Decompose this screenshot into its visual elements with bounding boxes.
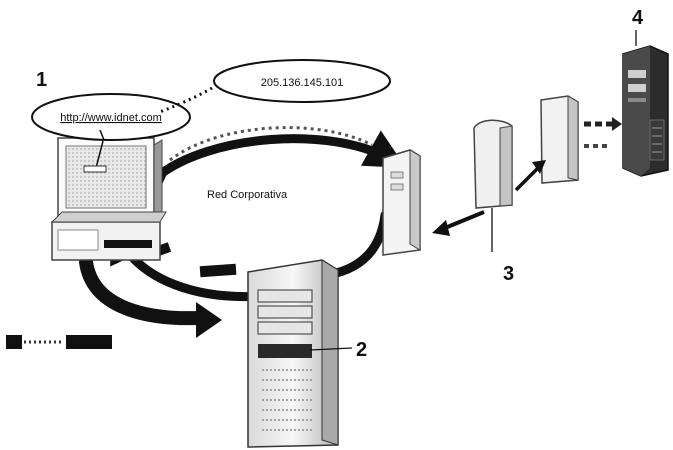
legend-blocks xyxy=(6,335,112,349)
proxy-server xyxy=(383,150,420,255)
ip-text: 205.136.145.101 xyxy=(261,77,344,89)
ring-top-arc xyxy=(158,139,392,176)
label-1: 1 xyxy=(36,69,47,91)
server-2: 2 xyxy=(248,260,367,447)
network-label: Red Corporativa xyxy=(207,189,288,201)
gateway-server xyxy=(541,96,578,183)
label-3: 3 xyxy=(503,263,514,285)
url-text: http://www.idnet.com xyxy=(60,112,162,124)
label-2: 2 xyxy=(356,339,367,361)
ring-right-arc xyxy=(328,215,385,275)
ip-bubble: 205.136.145.101 xyxy=(160,60,390,112)
label-4: 4 xyxy=(632,7,644,29)
url-bubble: http://www.idnet.com xyxy=(32,94,190,140)
server-4: 4 xyxy=(623,7,668,176)
server-3: 3 xyxy=(474,120,514,285)
arrows-to-4 xyxy=(584,117,622,146)
